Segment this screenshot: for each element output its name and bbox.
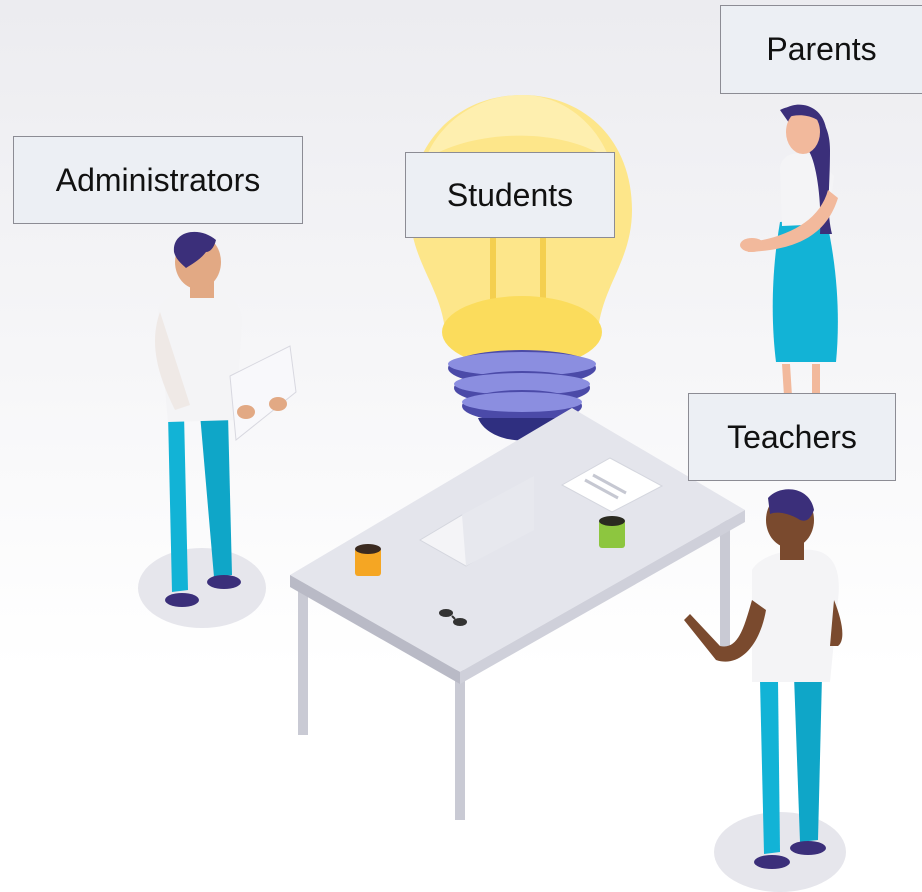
coffee-mug-icon: [355, 516, 625, 576]
parent-figure: [740, 104, 838, 396]
parents-label: Parents: [720, 5, 922, 94]
students-label: Students: [405, 152, 615, 238]
administrator-figure: [155, 231, 297, 607]
administrators-label-text: Administrators: [55, 161, 261, 198]
administrators-label: Administrators: [13, 136, 303, 224]
laptop-icon: [419, 476, 534, 567]
admin-floor-shadow: [138, 548, 266, 628]
students-label-text: Students: [446, 176, 574, 213]
table: [290, 408, 745, 820]
glasses-icon: [439, 609, 467, 626]
parents-label-text: Parents: [766, 31, 877, 67]
teacher-figure: [684, 489, 843, 869]
paper-icon: [560, 457, 664, 513]
teachers-label: Teachers: [688, 393, 896, 481]
teachers-label-text: Teachers: [727, 418, 857, 455]
lightbulb-icon: [410, 95, 632, 441]
